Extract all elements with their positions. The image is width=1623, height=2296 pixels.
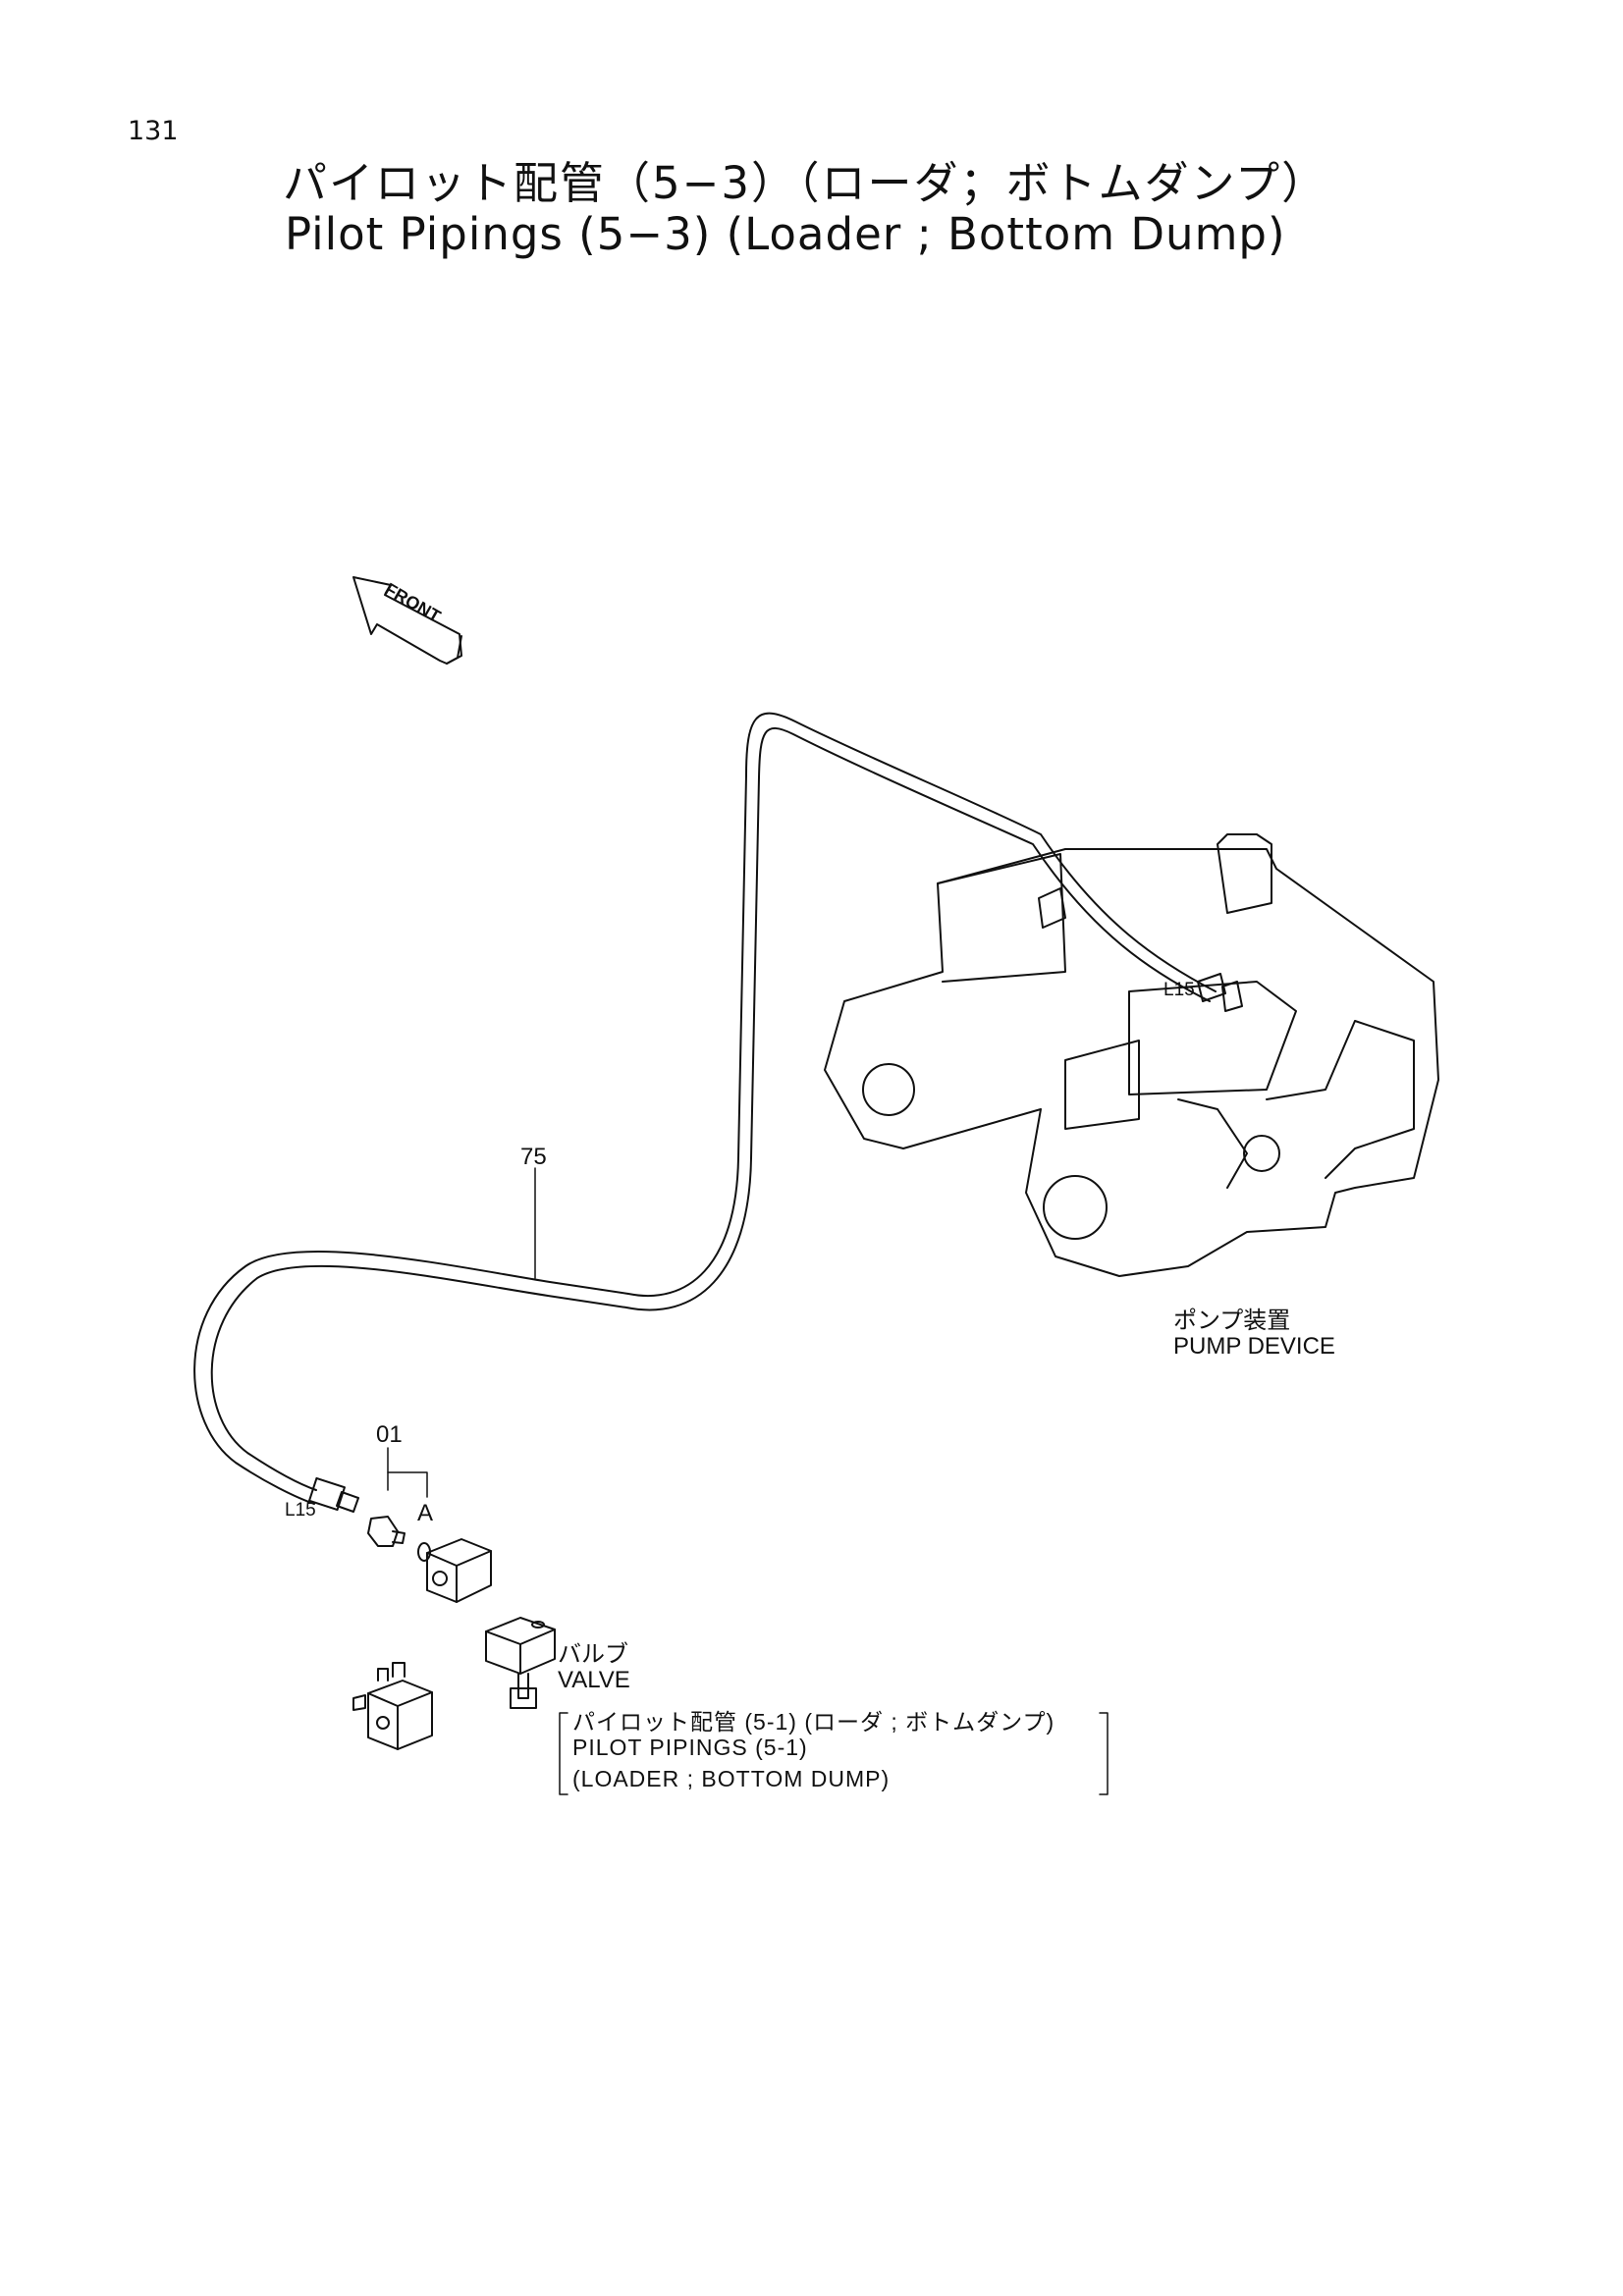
adapter-fitting [367, 1447, 431, 1562]
hose-end-fitting [308, 1476, 359, 1513]
valve [485, 1617, 556, 1709]
page-number: 131 [128, 116, 179, 146]
valve-lower-left [352, 1662, 433, 1750]
callout-fitting: 01 [376, 1421, 403, 1448]
reference-note-line2: PILOT PIPINGS (5-1) [572, 1735, 808, 1760]
callout-connector-left: L15 [285, 1500, 316, 1521]
valve-block [426, 1538, 492, 1603]
valve-label-ja: バルブ [558, 1641, 628, 1668]
page-title-japanese: パイロット配管（5−3）（ローダ；ボトムダンプ） [283, 157, 1328, 209]
pump-label-ja: ポンプ装置 [1173, 1308, 1291, 1334]
callout-fitting-sub: A [417, 1500, 434, 1526]
pilot-hose [193, 712, 1217, 1505]
reference-bracket [559, 1712, 1109, 1795]
reference-note-line3: (LOADER ; BOTTOM DUMP) [572, 1766, 891, 1791]
pump-label-en: PUMP DEVICE [1173, 1333, 1335, 1360]
page-title: Pilot Pipings (5−3) (Loader ; Bottom Dum… [285, 208, 1286, 260]
callout-hose: 75 [520, 1144, 547, 1170]
callout-connector-right: L15 [1163, 980, 1195, 1000]
front-arrow-icon: FRONT [352, 576, 462, 665]
reference-note-ja: パイロット配管 (5-1) (ローダ ; ボトムダンプ) [572, 1709, 1055, 1735]
valve-label-en: VALVE [558, 1667, 630, 1693]
pump-device [824, 833, 1439, 1277]
front-arrow-label: FRONT [382, 579, 445, 626]
